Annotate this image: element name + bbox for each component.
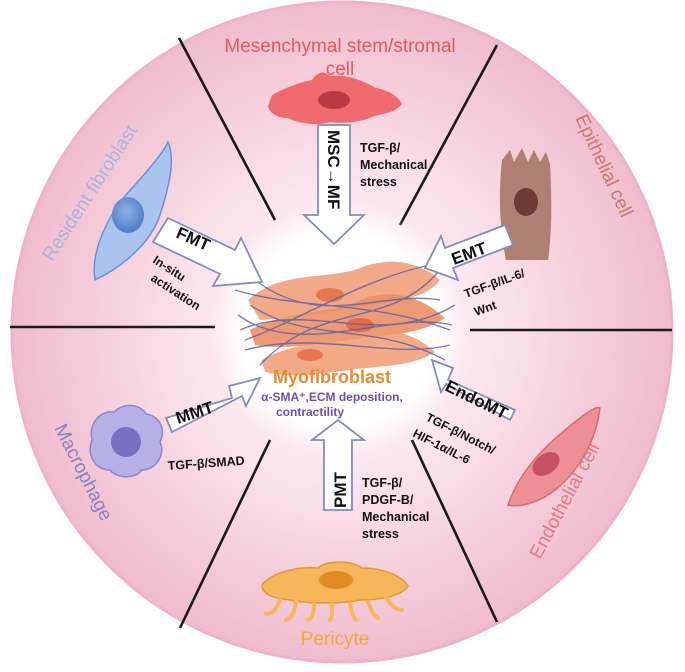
epithelial-cell-icon — [499, 148, 552, 260]
myofibroblast-cluster-icon — [234, 261, 456, 376]
fibroblast-cell-icon — [93, 140, 173, 282]
msc-title-2: cell — [326, 59, 355, 80]
msc-factor-1: TGF-β/ — [360, 141, 401, 155]
msc-cell-icon — [268, 72, 402, 125]
macrophage-cell-icon — [89, 404, 164, 478]
pmt-factor-3: Mechanical — [362, 510, 429, 524]
emt-transition-arrow — [423, 223, 515, 282]
pmt-factor-2: PDGF-B/ — [362, 493, 414, 507]
pmt-factor-1: TGF-β/ — [362, 476, 403, 490]
pmt-factor-4: stress — [362, 527, 399, 541]
myofibroblast-title: Myofibroblast — [273, 367, 391, 387]
pericyte-cell-icon — [261, 561, 409, 622]
msc-factor-2: Mechanical — [360, 158, 427, 172]
divider-upper-left — [177, 37, 277, 221]
fmt-transition-arrow — [151, 216, 264, 288]
msc-transition-label: MSC→MF — [324, 130, 343, 209]
divider-upper-right — [398, 44, 499, 226]
msc-factor-3: stress — [360, 175, 397, 189]
divider-lower-left — [178, 439, 272, 629]
mmt-factor-1: TGF-β/SMAD — [167, 454, 245, 473]
msc-title-1: Mesenchymal stem/stromal — [224, 36, 455, 57]
pmt-transition-label: PMT — [331, 472, 350, 509]
mmt-transition-arrow — [164, 376, 262, 434]
pmt-transition-arrow — [309, 418, 367, 511]
divider-lower-right — [410, 439, 499, 623]
sector-dividers — [10, 37, 672, 629]
endothelial-cell-icon — [507, 406, 601, 507]
myofibroblast-subtitle-1: α-SMA⁺,ECM deposition, — [261, 390, 403, 404]
myofibroblast-subtitle-2: contractility — [276, 405, 344, 419]
pericyte-title: Pericyte — [301, 629, 370, 650]
endomt-transition-arrow — [430, 358, 517, 422]
msc-transition-arrow — [301, 124, 367, 246]
